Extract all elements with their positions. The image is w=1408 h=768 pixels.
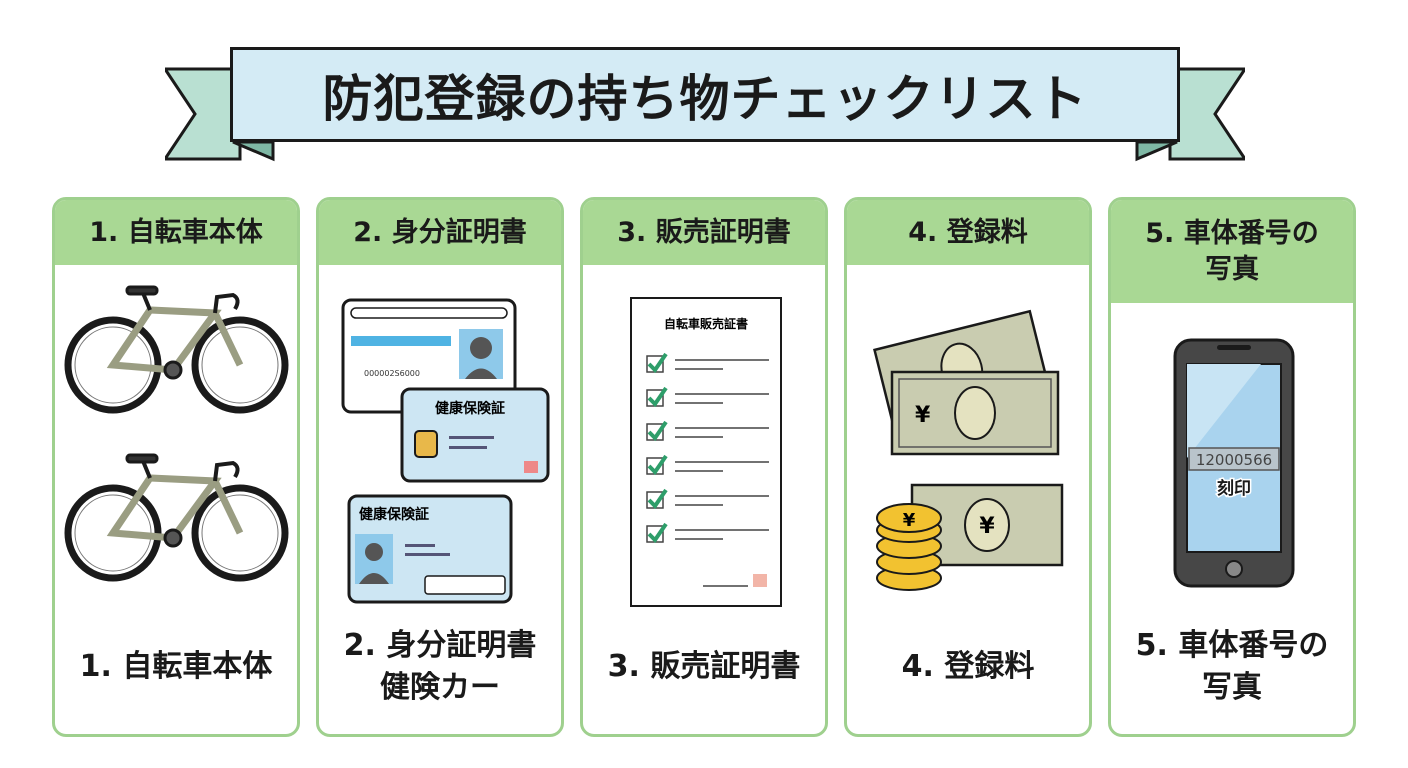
- card-frame-number-photo: 5. 車体番号の写真 12000566 刻印 5. 車体番号の写真: [1108, 197, 1356, 737]
- svg-text:¥: ¥: [915, 403, 931, 428]
- svg-text:12000566: 12000566: [1196, 451, 1272, 469]
- card-footer: 2. 身分証明書健険カー: [343, 628, 537, 705]
- checklist-document-icon: 自転車販売証書: [630, 297, 782, 607]
- coins-icon: [876, 503, 942, 591]
- svg-text:健康保険証: 健康保険証: [435, 400, 505, 417]
- card-header: 4. 登録料: [847, 200, 1089, 265]
- health-insurance-card-icon-2: 健康保険証: [347, 494, 513, 604]
- card-footer: 4. 登録料: [901, 649, 1035, 684]
- svg-text:000002S6000: 000002S6000: [364, 369, 420, 378]
- money-illustration: ¥ ¥ ¥: [873, 309, 1064, 591]
- card-sales-certificate: 3. 販売証明書 自転車販売証書 3. 販売証明書: [580, 197, 828, 737]
- card-footer: 1. 自転車本体: [79, 649, 273, 684]
- card-bicycle: 1. 自転車本体 1. 自転車本体: [52, 197, 300, 737]
- health-insurance-card-icon: 健康保険証: [400, 387, 550, 483]
- svg-text:¥: ¥: [979, 514, 995, 539]
- card-registration-fee: 4. 登録料 ¥ ¥ ¥ 4. 登録料: [844, 197, 1092, 737]
- id-cards-illustration: 000002S6000 健康保険証 健康保険証: [341, 298, 550, 604]
- card-footer: 5. 車体番号の写真: [1135, 628, 1329, 705]
- page-title: 防犯登録の持ち物チェックリスト: [322, 69, 1088, 128]
- smartphone-icon: 12000566 刻印: [1173, 338, 1295, 588]
- card-header: 3. 販売証明書: [583, 200, 825, 265]
- drivers-license-icon: 000002S6000: [341, 298, 517, 414]
- card-header: 5. 車体番号の写真: [1111, 200, 1353, 303]
- ribbon-tails: [165, 67, 1245, 162]
- bicycle-icon: [64, 285, 289, 615]
- card-header: 1. 自転車本体: [55, 200, 297, 265]
- card-footer: 3. 販売証明書: [607, 649, 801, 684]
- card-id: 2. 身分証明書 000002S6000 健康保険証 健康保険証 2. 身分証明…: [316, 197, 564, 737]
- svg-text:¥: ¥: [903, 510, 916, 531]
- svg-text:刻印: 刻印: [1217, 478, 1251, 499]
- banner-body: 防犯登録の持ち物チェックリスト: [230, 47, 1180, 142]
- card-header: 2. 身分証明書: [319, 200, 561, 265]
- svg-text:自転車販売証書: 自転車販売証書: [664, 316, 748, 331]
- title-banner: 防犯登録の持ち物チェックリスト: [165, 44, 1245, 164]
- svg-text:健康保険証: 健康保険証: [359, 506, 429, 523]
